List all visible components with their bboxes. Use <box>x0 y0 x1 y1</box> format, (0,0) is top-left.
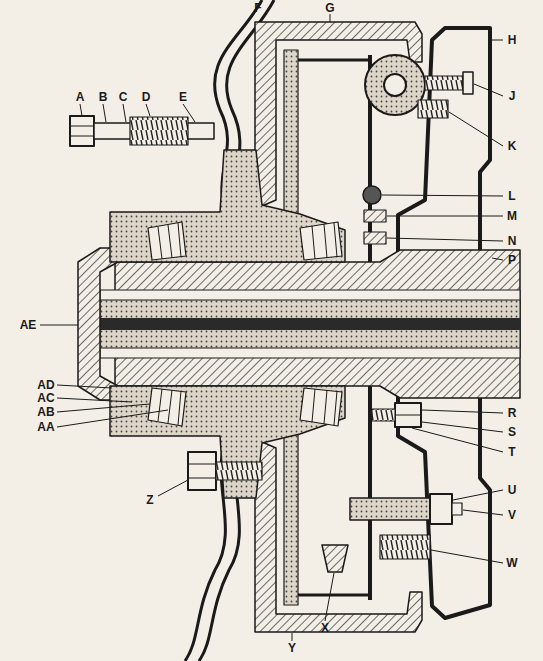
callout-letter: S <box>508 426 516 438</box>
callout-letter: F <box>254 2 261 14</box>
callout-letter: AA <box>37 421 54 433</box>
callout-letter: AD <box>37 379 54 391</box>
callout-letter: L <box>508 190 515 202</box>
callout-letter: W <box>506 557 517 569</box>
callout-letter: M <box>507 210 517 222</box>
callout-letter: N <box>508 235 517 247</box>
callout-letter: H <box>508 34 517 46</box>
callout-letter: D <box>142 91 151 103</box>
callout-letter: J <box>509 90 516 102</box>
callout-letter: Z <box>146 494 153 506</box>
callout-letter: Y <box>288 642 296 654</box>
callout-letter: A <box>76 91 85 103</box>
callout-letter: AB <box>37 406 54 418</box>
callout-letter: P <box>508 254 516 266</box>
callout-letter: AE <box>20 319 37 331</box>
callout-letter: E <box>179 91 187 103</box>
callout-letter: T <box>508 446 515 458</box>
callout-letter: U <box>508 484 517 496</box>
callout-letter: X <box>321 622 329 634</box>
callout-letter: C <box>119 91 128 103</box>
callout-letter: G <box>325 2 334 14</box>
callout-letter: B <box>99 91 108 103</box>
callout-letter: K <box>508 140 517 152</box>
callout-letter: AC <box>37 392 54 404</box>
callout-letter: V <box>508 509 516 521</box>
callout-letter: R <box>508 407 517 419</box>
